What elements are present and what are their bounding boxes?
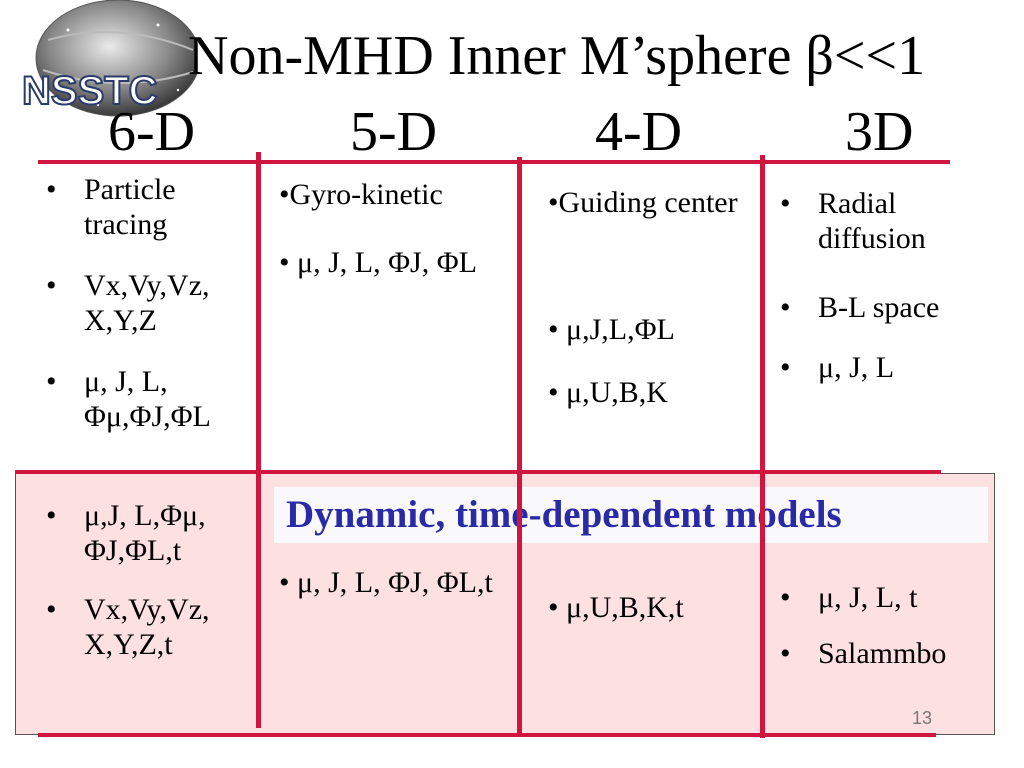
bullet-dot: • (46, 593, 57, 626)
list-item: • μ, J, L, ΦJ, ΦL (279, 246, 477, 279)
heading-4d: 4-D (595, 101, 683, 163)
list-item: μ, J, L, t (818, 581, 918, 614)
list-item: •Guiding center (548, 186, 738, 219)
list-item: • μ,J,L,ΦL (548, 313, 675, 346)
heading-6d: 6-D (108, 101, 196, 163)
bullet-dot: • (46, 365, 57, 398)
list-item: Vx,Vy,Vz, X,Y,Z (84, 269, 210, 337)
list-item: Radial diffusion (818, 187, 926, 255)
slide-title: Non-MHD Inner M’sphere β<<1 (188, 25, 926, 87)
list-item: μ,J, L,Φμ, ΦJ,ΦL,t (84, 499, 206, 567)
bullet-dot: • (46, 173, 57, 206)
heading-5d: 5-D (350, 101, 438, 163)
bullet-dot: • (780, 637, 791, 670)
column-divider-3 (760, 155, 765, 738)
list-item: • μ,U,B,K,t (548, 591, 684, 624)
banner-text: Dynamic, time-dependent models (286, 493, 842, 536)
list-item: μ, J, L (818, 351, 895, 384)
list-item: B-L space (818, 291, 940, 324)
list-item: μ, J, L, Φμ,ΦJ,ΦL (84, 365, 211, 433)
bullet-dot: • (46, 269, 57, 302)
list-item: • μ,U,B,K (548, 376, 668, 409)
nsstc-globe-icon: NSSTC (21, 0, 201, 117)
bullet-dot: • (780, 351, 791, 384)
list-item: • μ, J, L, ΦJ, ΦL,t (279, 566, 493, 599)
column-divider-1 (256, 152, 261, 728)
top-divider-line (38, 160, 950, 164)
list-item: Vx,Vy,Vz, X,Y,Z,t (84, 593, 210, 661)
middle-divider-line (15, 470, 941, 474)
list-item: Particle tracing (84, 173, 176, 241)
nsstc-logo: NSSTC (8, 0, 201, 132)
bullet-dot: • (780, 291, 791, 324)
list-item: Salammbo (818, 637, 947, 670)
bottom-divider-line (38, 733, 936, 737)
bullet-dot: • (780, 187, 791, 220)
heading-3d: 3D (845, 101, 914, 163)
column-divider-2 (517, 157, 522, 733)
page-number: 13 (912, 708, 933, 728)
bullet-dot: • (46, 499, 57, 532)
bullet-dot: • (780, 581, 791, 614)
banner-box (274, 487, 988, 543)
list-item: •Gyro-kinetic (279, 178, 443, 211)
logo-text: NSSTC (22, 69, 158, 113)
